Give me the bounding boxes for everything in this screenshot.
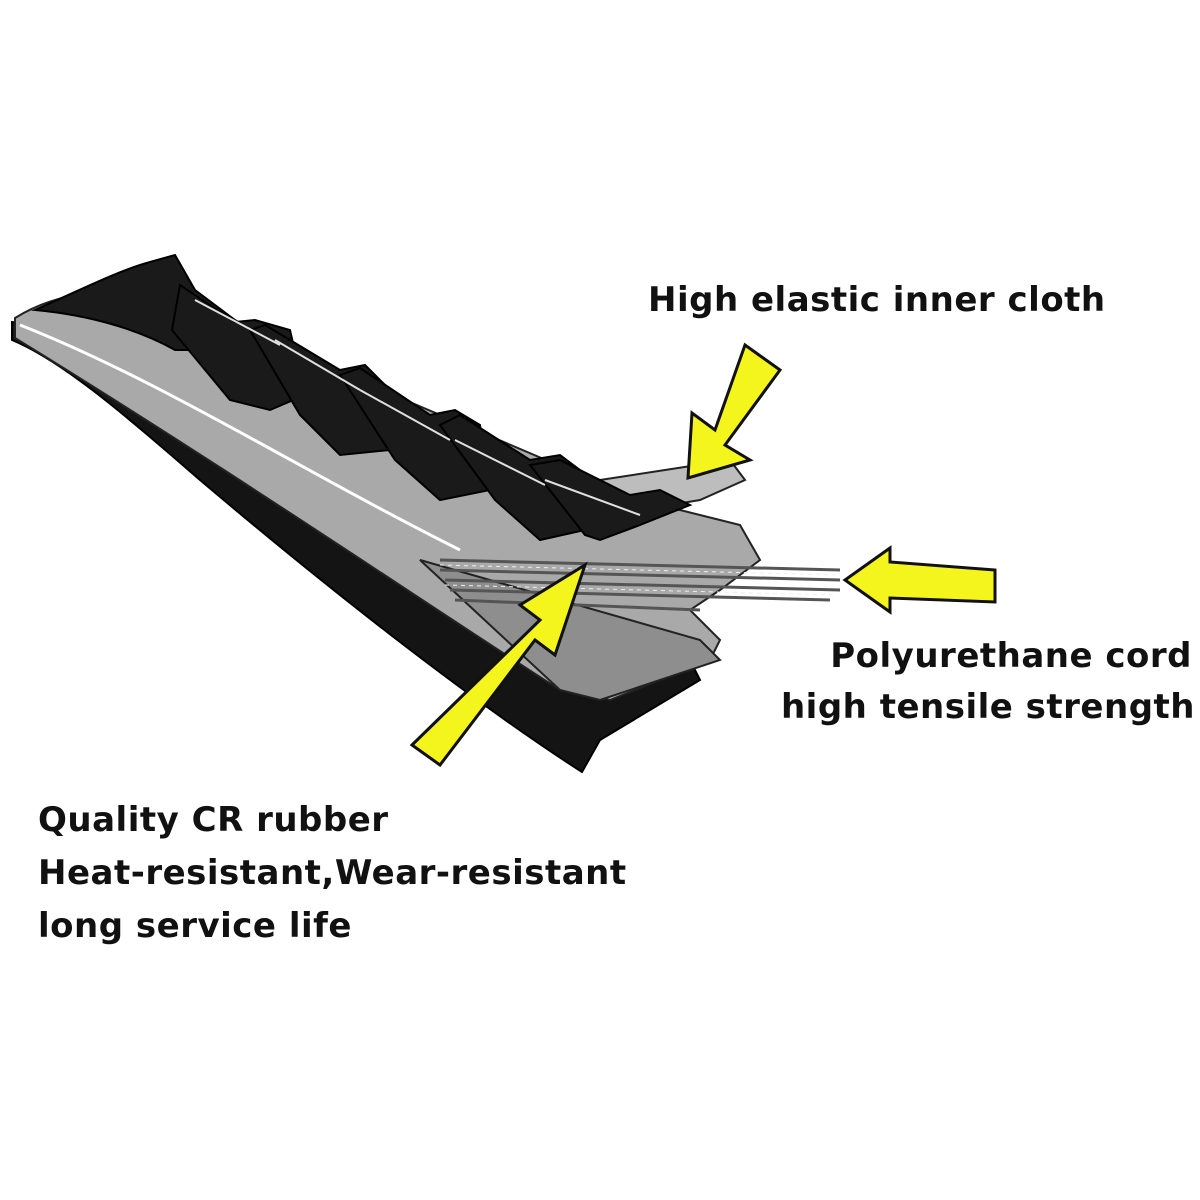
label-polyurethane-cord: Polyurethane cord bbox=[830, 636, 1192, 676]
label-cr-rubber: Quality CR rubber bbox=[38, 800, 389, 840]
label-tensile-strength: high tensile strength bbox=[780, 687, 1195, 727]
cord-highlights bbox=[439, 564, 841, 596]
belt-teeth bbox=[31, 253, 693, 542]
arrow-inner-cloth bbox=[686, 342, 783, 481]
belt-lower-strip bbox=[419, 559, 722, 702]
label-service-life: long service life bbox=[38, 906, 352, 946]
cord-strands bbox=[439, 558, 841, 612]
arrow-polyurethane-cord bbox=[842, 545, 997, 615]
label-heat-wear-resistant: Heat-resistant,Wear-resistant bbox=[38, 853, 627, 893]
belt-white-line bbox=[19, 323, 461, 552]
label-inner-cloth: High elastic inner cloth bbox=[648, 280, 1106, 320]
arrow-cr-rubber bbox=[409, 561, 588, 768]
tooth-highlights bbox=[194, 299, 641, 516]
